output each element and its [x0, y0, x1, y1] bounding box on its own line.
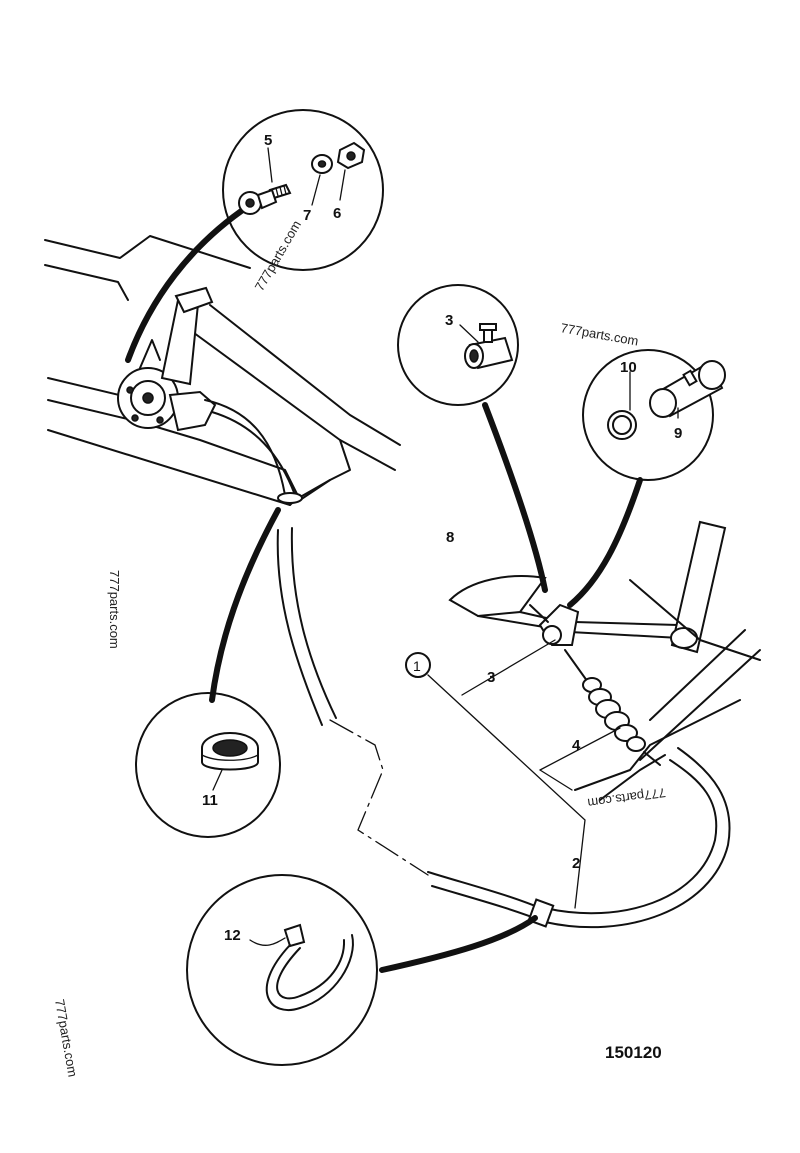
watermark-3: 777parts.com: [107, 570, 122, 649]
callout-10: 10: [620, 359, 637, 376]
callout-4: 4: [572, 737, 581, 754]
callout-3b: 3: [487, 669, 495, 686]
callout-1: 1: [413, 658, 421, 674]
watermarks: 777parts.com 777parts.com 777parts.com 7…: [52, 218, 667, 1078]
throttle-cable: [204, 399, 731, 929]
throttle-lever-assembly: [117, 286, 217, 432]
callout-lines: [405, 639, 621, 909]
detail-circle-grommet: [135, 692, 281, 838]
callout-8: 8: [446, 529, 454, 546]
chassis-frame: [44, 235, 401, 506]
callout-12: 12: [224, 927, 241, 944]
detail-circle-clamp: [397, 284, 519, 406]
callout-2: 2: [572, 855, 580, 872]
cable-boot: [574, 677, 741, 801]
detail-circle-cable-tie: [186, 874, 378, 1066]
callout-7: 7: [303, 207, 311, 224]
callout-9: 9: [674, 425, 682, 442]
callout-numbers: 1 2 3 3 4 5 6 7 8 9 10 11 12: [202, 132, 682, 944]
detail-circle-fasteners: [222, 109, 384, 271]
watermark-2: 777parts.com: [559, 320, 639, 348]
watermark-5: 777parts.com: [52, 998, 80, 1078]
callout-6: 6: [333, 205, 341, 222]
callout-5: 5: [264, 132, 272, 149]
callout-3a: 3: [445, 312, 453, 329]
callout-11: 11: [202, 792, 218, 809]
detail-circle-pin: [582, 349, 726, 481]
watermark-4: 777parts.com: [587, 785, 667, 811]
pedal-linkage: [448, 520, 761, 761]
drawing-number: 150120: [605, 1043, 662, 1062]
watermark-1: 777parts.com: [252, 218, 304, 294]
